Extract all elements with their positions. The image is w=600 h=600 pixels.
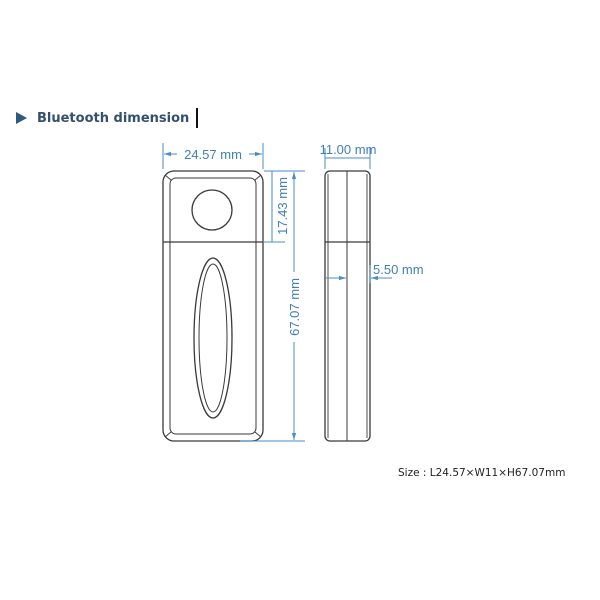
half-thickness-dimension-label: 5.50 mm: [373, 262, 424, 277]
thickness-dimension-label: 11.00 mm: [320, 142, 377, 157]
led-circle: [191, 189, 233, 231]
front-oval-outer: [193, 257, 233, 419]
cap-height-dimension-label: 17.43 mm: [275, 177, 290, 235]
heading-title: Bluetooth dimension: [37, 110, 190, 126]
play-triangle-icon: [16, 112, 27, 124]
width-dimension-label: 24.57 mm: [184, 147, 242, 162]
front-view: [162, 170, 264, 442]
front-outer-outline: [162, 170, 264, 442]
front-inner-outline: [169, 177, 257, 435]
size-caption: Size : L24.57×W11×H67.07mm: [398, 467, 566, 479]
front-oval-inner: [198, 263, 228, 413]
total-height-dimension-label: 67.07 mm: [287, 278, 302, 336]
section-heading: Bluetooth dimension: [16, 108, 199, 128]
front-dimensions: [162, 143, 305, 442]
side-dimensions: [324, 148, 392, 283]
side-view: [324, 170, 371, 442]
text-cursor-bar: [196, 108, 199, 128]
